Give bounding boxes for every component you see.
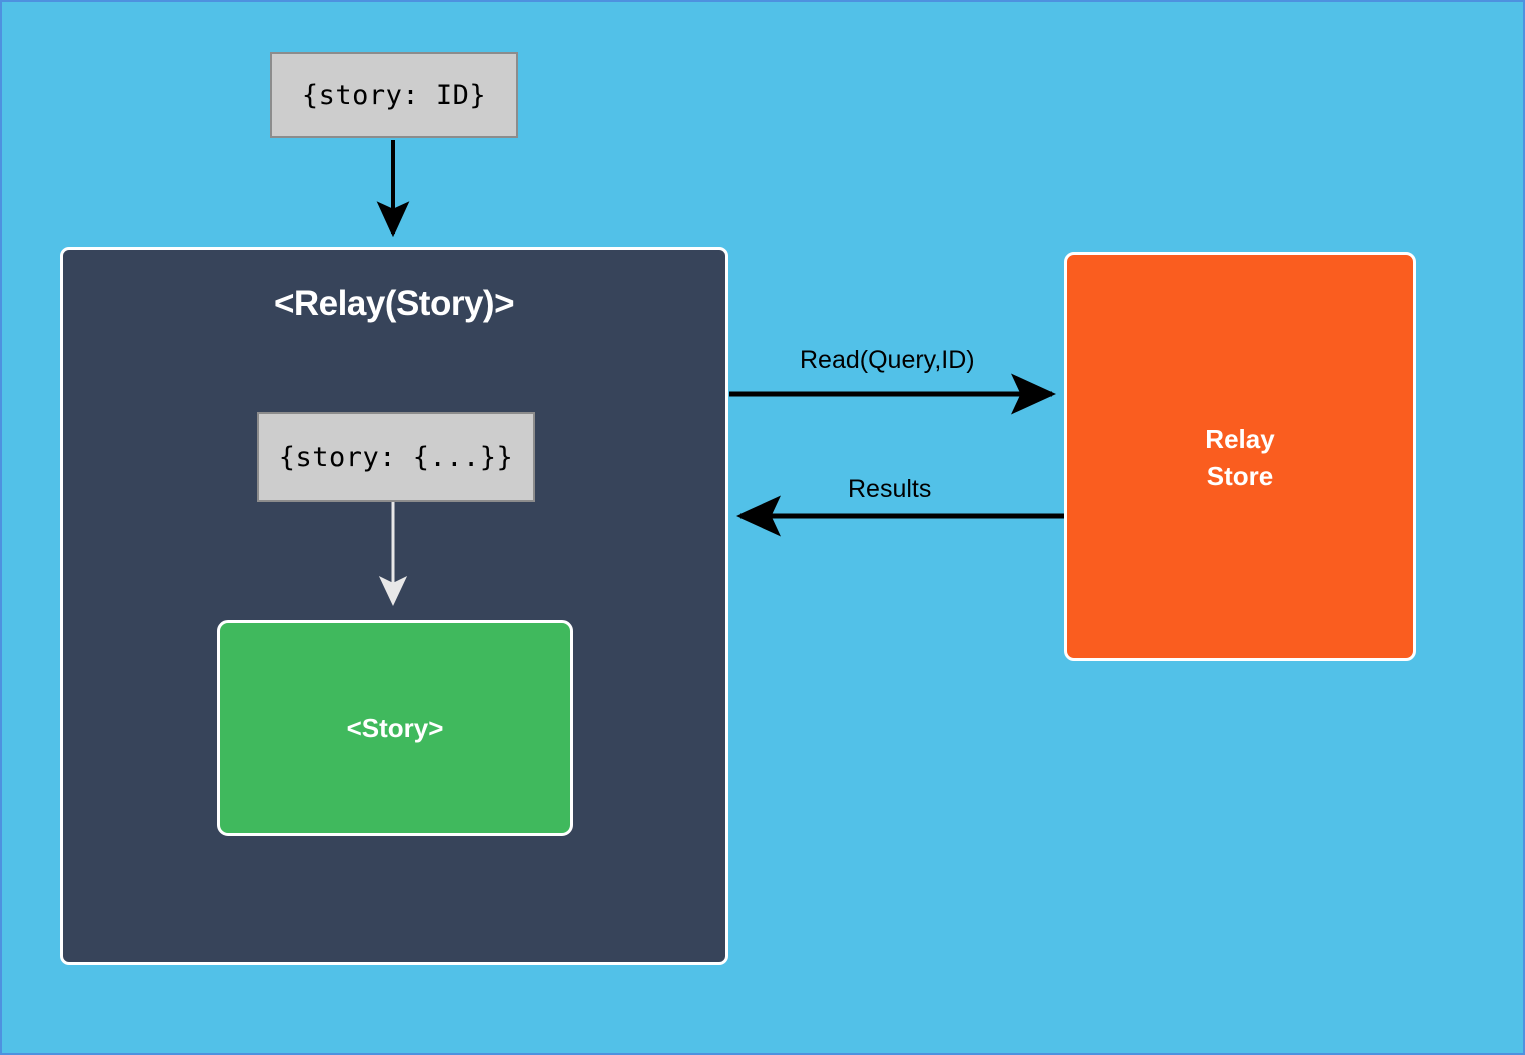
node-relay-story-container: <Relay(Story)> {story: {...}} <Story>	[60, 247, 728, 965]
relay-store-label-group: Relay Store	[1205, 421, 1274, 495]
top-props-label: {story: ID}	[301, 79, 487, 111]
node-top-props-chip: {story: ID}	[270, 52, 518, 138]
inner-props-label: {story: {...}}	[278, 441, 514, 473]
edge-label-read-query-id: Read(Query,ID)	[800, 346, 975, 374]
relay-story-title: <Relay(Story)>	[273, 284, 515, 323]
node-story-component: <Story>	[217, 620, 573, 836]
node-relay-store: Relay Store	[1064, 252, 1416, 661]
relay-store-label-line2: Store	[1206, 460, 1274, 491]
relay-store-label-line1: Relay	[1205, 424, 1275, 454]
node-inner-props-chip: {story: {...}}	[257, 412, 535, 502]
story-component-label: <Story>	[346, 712, 444, 743]
edge-label-results: Results	[848, 475, 932, 503]
